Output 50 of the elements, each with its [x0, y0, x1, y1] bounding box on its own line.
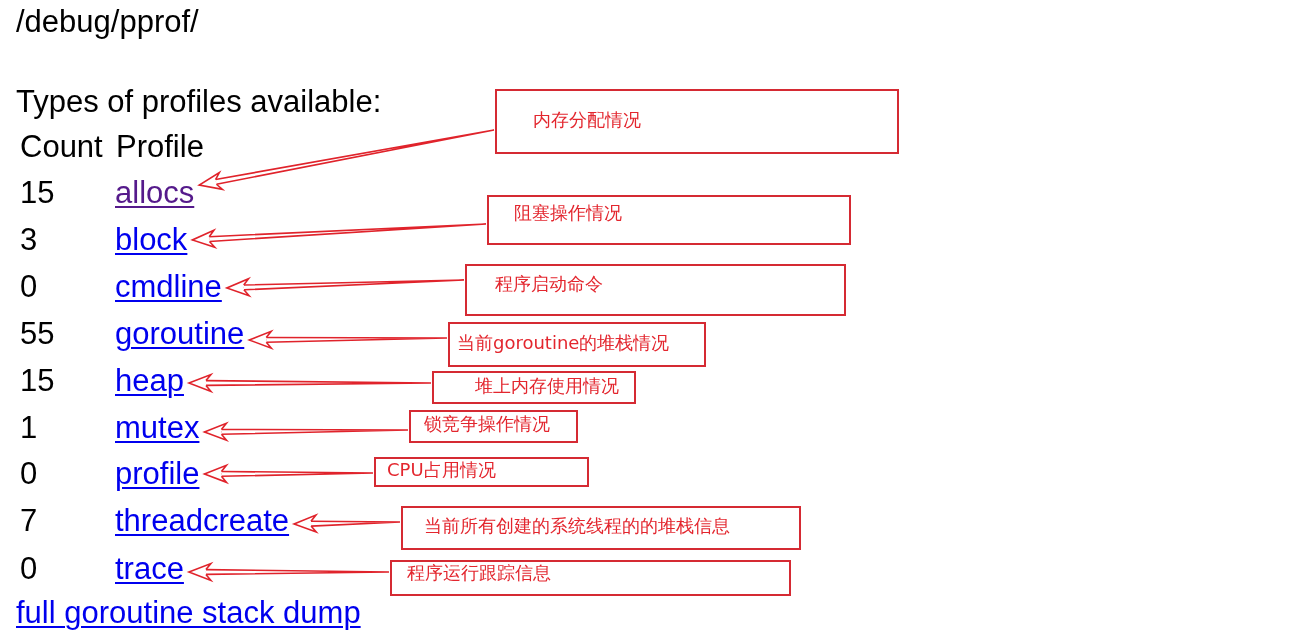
arrow: [203, 422, 409, 442]
annotation-box: [432, 371, 636, 404]
profile-link: mutex: [115, 410, 200, 446]
count-value: 0: [20, 456, 38, 492]
annotation-box: [409, 410, 578, 443]
annotation-text: 当前所有创建的系统线程的的堆栈信息: [424, 515, 730, 537]
arrow: [198, 129, 495, 191]
profile-link: goroutine: [115, 316, 245, 352]
profile-link: heap: [115, 363, 184, 399]
annotation-text: 程序启动命令: [495, 273, 603, 295]
arrow: [191, 223, 487, 249]
annotation-text: 内存分配情况: [533, 109, 641, 131]
count-value: 7: [20, 503, 38, 539]
arrow: [188, 373, 432, 393]
annotation-text: 阻塞操作情况: [514, 202, 622, 224]
profile-link: block: [115, 222, 188, 258]
count-value: 3: [20, 222, 38, 258]
count-value: 0: [20, 551, 38, 587]
section-heading: Types of profiles available:: [16, 84, 382, 120]
profile-link: allocs: [115, 175, 195, 211]
count-value: 15: [20, 363, 55, 399]
count-value: 1: [20, 410, 38, 446]
annotation-text: 锁竞争操作情况: [424, 413, 550, 435]
annotation-box: [487, 195, 851, 245]
stack-dump-link: full goroutine stack dump: [16, 595, 361, 631]
annotation-box: [465, 264, 846, 316]
annotation-box: [495, 89, 899, 154]
count-value: 55: [20, 316, 55, 352]
profile-link: profile: [115, 456, 200, 492]
annotation-box: [401, 506, 801, 550]
count-value: 15: [20, 175, 55, 211]
profile-link: cmdline: [115, 269, 222, 305]
arrow: [248, 330, 448, 350]
annotation-box: [390, 560, 791, 596]
annotation-text: 程序运行跟踪信息: [407, 562, 551, 584]
arrow: [188, 562, 390, 582]
column-header: Profile: [116, 129, 204, 165]
profile-link: trace: [115, 551, 184, 587]
annotation-box: [448, 322, 706, 367]
column-header: Count: [20, 129, 103, 165]
count-value: 0: [20, 269, 38, 305]
profile-link: threadcreate: [115, 503, 290, 539]
annotation-text: 堆上内存使用情况: [475, 375, 619, 397]
annotation-box: [374, 457, 589, 487]
annotation-text: CPU占用情况: [387, 459, 496, 481]
page-heading: /debug/pprof/: [16, 4, 199, 40]
arrow: [293, 514, 401, 533]
arrow: [203, 464, 374, 484]
annotation-text: 当前goroutine的堆栈情况: [457, 332, 670, 354]
arrow: [226, 277, 465, 297]
